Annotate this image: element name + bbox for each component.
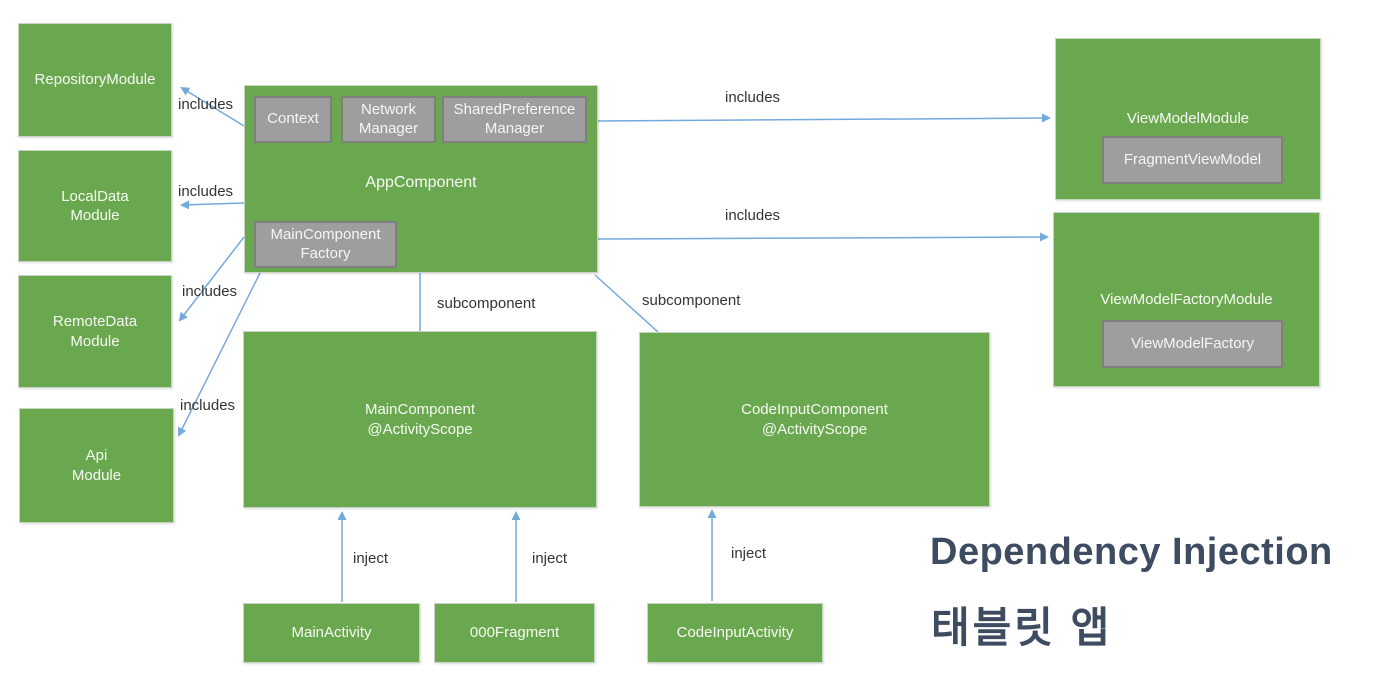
arrow-includes-viewmodelmodule <box>597 113 1051 123</box>
includes-label-viewmodelmodule: includes <box>725 89 781 106</box>
fragment-view-model-box: FragmentViewModel <box>1102 136 1283 184</box>
repository-module-box: RepositoryModule <box>18 23 172 137</box>
includes-label-viewmodelfactorymodule: includes <box>725 207 781 224</box>
ooo-fragment-box: 000Fragment <box>434 603 595 663</box>
context-box: Context <box>254 96 332 143</box>
network-manager-box: Network Manager <box>341 96 436 143</box>
subcomponent-label-codeinput: subcomponent <box>642 292 741 309</box>
arrow-includes-remotedata <box>178 236 245 322</box>
diagram-title: Dependency Injection <box>930 531 1333 573</box>
main-component-factory-box: MainComponent Factory <box>254 221 397 268</box>
arrow-includes-localdata <box>180 200 245 210</box>
app-component-label: AppComponent <box>365 174 477 191</box>
view-model-module-label: ViewModelModule <box>1126 110 1250 127</box>
main-component-box: MainComponent @ActivityScope <box>243 331 597 508</box>
line-subcomponent-codeinputcomponent <box>594 274 659 333</box>
inject-label-mainactivity: inject <box>353 550 389 567</box>
includes-label-localdata: includes <box>178 183 234 200</box>
includes-label-remotedata: includes <box>182 283 238 300</box>
main-activity-box: MainActivity <box>243 603 420 663</box>
subcomponent-label-main: subcomponent <box>437 295 536 312</box>
view-model-factory-box: ViewModelFactory <box>1102 320 1283 368</box>
view-model-factory-module-label: ViewModelFactoryModule <box>1100 291 1273 308</box>
local-data-module-box: LocalData Module <box>18 150 172 262</box>
sharedpreference-manager-box: SharedPreference Manager <box>442 96 587 143</box>
includes-label-api: includes <box>180 397 236 414</box>
diagram-subtitle-korean: 태블릿 앱 <box>931 604 1113 651</box>
inject-label-fragment: inject <box>532 550 568 567</box>
code-input-component-box: CodeInputComponent @ActivityScope <box>639 332 990 507</box>
arrow-includes-api <box>178 268 263 437</box>
inject-label-codeinputactivity: inject <box>731 545 767 562</box>
remote-data-module-box: RemoteData Module <box>18 275 172 388</box>
code-input-activity-box: CodeInputActivity <box>647 603 823 663</box>
includes-label-repository: includes <box>178 96 234 113</box>
arrow-includes-viewmodelfactorymodule <box>597 232 1049 242</box>
arrow-includes-repository <box>180 86 245 127</box>
api-module-box: Api Module <box>19 408 174 523</box>
